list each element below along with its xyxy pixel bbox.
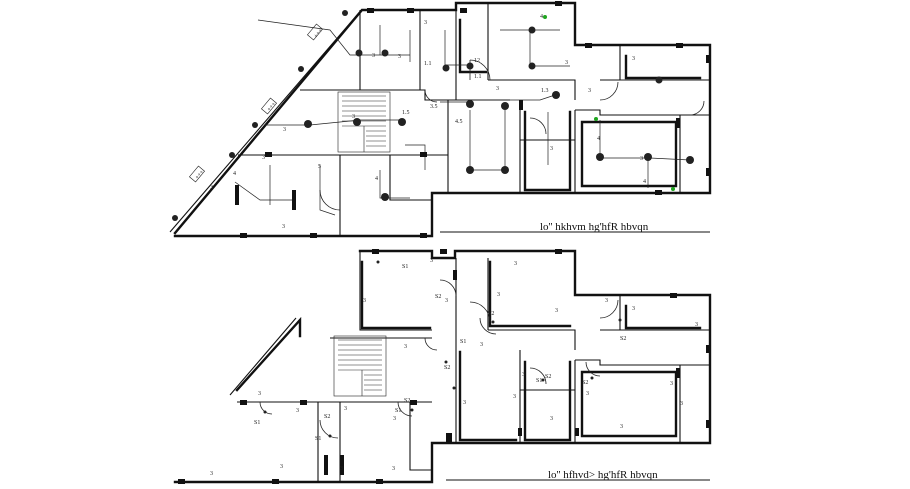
room-label: 3 xyxy=(258,391,261,397)
room-label: 3 xyxy=(555,308,558,314)
room-label: 3 xyxy=(463,400,466,406)
room-label: 3 xyxy=(280,464,283,470)
room-label: 3 xyxy=(620,424,623,430)
room-label: 4 xyxy=(643,179,646,185)
room-label: 3 xyxy=(640,156,643,162)
lower-switches xyxy=(263,260,622,438)
switch-label: S1 xyxy=(254,420,260,426)
room-label: 3 xyxy=(586,391,589,397)
room-label: 3 xyxy=(398,54,401,60)
room-label: 1.3 xyxy=(541,88,549,94)
lower-stairs xyxy=(333,335,387,397)
lower-plan-title: lo'' hfhvd> hg'hfR hbvqn xyxy=(548,469,658,481)
room-label: 3 xyxy=(430,258,433,264)
room-label: 3 xyxy=(404,344,407,350)
upper-panel-boxes xyxy=(189,23,323,183)
upper-box-labels: +++ +++ +++ xyxy=(194,27,324,180)
switch-label: S2 xyxy=(435,294,441,300)
room-label: 12 xyxy=(474,58,480,64)
room-label: 3 xyxy=(565,60,568,66)
room-label: 3 xyxy=(262,155,265,161)
room-label: 3 xyxy=(363,298,366,304)
switch-label: S1 xyxy=(536,378,542,384)
room-label: 3 xyxy=(632,56,635,62)
room-label: 4 xyxy=(540,14,543,20)
room-label: 3 xyxy=(680,401,683,407)
upper-columns xyxy=(235,1,711,238)
room-label: 3 xyxy=(497,292,500,298)
room-label: 3 xyxy=(550,146,553,152)
room-label: 3 xyxy=(210,185,213,191)
switch-label: S2 xyxy=(582,380,588,386)
room-label: 3 xyxy=(605,298,608,304)
room-label: 4 xyxy=(375,176,378,182)
room-label: 3 xyxy=(632,306,635,312)
room-label: 3 xyxy=(670,381,673,387)
upper-doors xyxy=(319,59,705,211)
switch-label: S2 xyxy=(545,374,551,380)
room-label: 3 xyxy=(424,20,427,26)
room-label: 3 xyxy=(283,127,286,133)
switch-label: S2 xyxy=(488,311,494,317)
upper-room-labels: 3 3 3 3 3 3 3 3 3 3 3 3 3 3 4 4 4 4 4 1.… xyxy=(210,14,646,230)
room-label: 3.5 xyxy=(430,104,438,110)
room-label: 3 xyxy=(372,53,375,59)
lower-switch-labels: S1 S1 S1 S1 S1 S1 S2 S2 S2 S2 S2 S2 S2 S… xyxy=(254,264,626,442)
room-label: 3 xyxy=(550,416,553,422)
switch-label: S1 xyxy=(315,436,321,442)
room-label: 3 xyxy=(496,86,499,92)
room-label: 4 xyxy=(597,136,600,142)
room-label: 3 xyxy=(393,416,396,422)
room-label: 3 xyxy=(282,224,285,230)
room-label: 4.5 xyxy=(455,119,463,125)
room-label: 3 xyxy=(480,342,483,348)
room-label: 3 xyxy=(340,466,343,472)
lower-room-labels: 3 3 3 3 3 3 3 3 3 3 3 3 3 3 3 3 3 3 3 3 … xyxy=(210,258,698,477)
room-label: 3 xyxy=(588,88,591,94)
panel-label: +++ xyxy=(313,27,325,39)
room-label: 4 xyxy=(233,171,236,177)
upper-stairs xyxy=(337,91,391,153)
switch-label: S1 xyxy=(460,339,466,345)
lower-doors xyxy=(259,279,619,439)
switch-label: S1 xyxy=(395,408,401,414)
lower-floor-plan: 3 3 3 3 3 3 3 3 3 3 3 3 3 3 3 3 3 3 3 3 … xyxy=(173,249,712,484)
panel-label: +++ xyxy=(194,169,206,181)
room-label: 3 xyxy=(296,408,299,414)
switch-label: S2 xyxy=(620,336,626,342)
room-label: 5 xyxy=(318,164,321,170)
switch-label: S2 xyxy=(324,414,330,420)
switch-label: S1 xyxy=(402,264,408,270)
upper-plan-title: lo'' hkhvm hg'hfR hbvqn xyxy=(540,221,649,233)
room-label: 3 xyxy=(210,471,213,477)
switch-label: S2 xyxy=(444,365,450,371)
room-label: 3 xyxy=(695,322,698,328)
upper-floor-plan: 3 3 3 3 3 3 3 3 3 3 3 3 3 3 4 4 4 4 4 1.… xyxy=(169,1,712,238)
room-label: 3 xyxy=(522,372,525,378)
room-label: 3 xyxy=(514,261,517,267)
room-label: 3 xyxy=(352,114,355,120)
room-label: 1.1 xyxy=(424,61,432,67)
switch-label: S2 xyxy=(404,398,410,404)
room-label: 3 xyxy=(344,406,347,412)
panel-label: +++ xyxy=(266,101,278,113)
room-label: 3 xyxy=(445,298,448,304)
room-label: 1.5 xyxy=(402,110,410,116)
room-label: 3 xyxy=(513,394,516,400)
lower-columns xyxy=(178,249,711,484)
room-label: 1.1 xyxy=(474,74,482,80)
room-label: 3 xyxy=(392,466,395,472)
